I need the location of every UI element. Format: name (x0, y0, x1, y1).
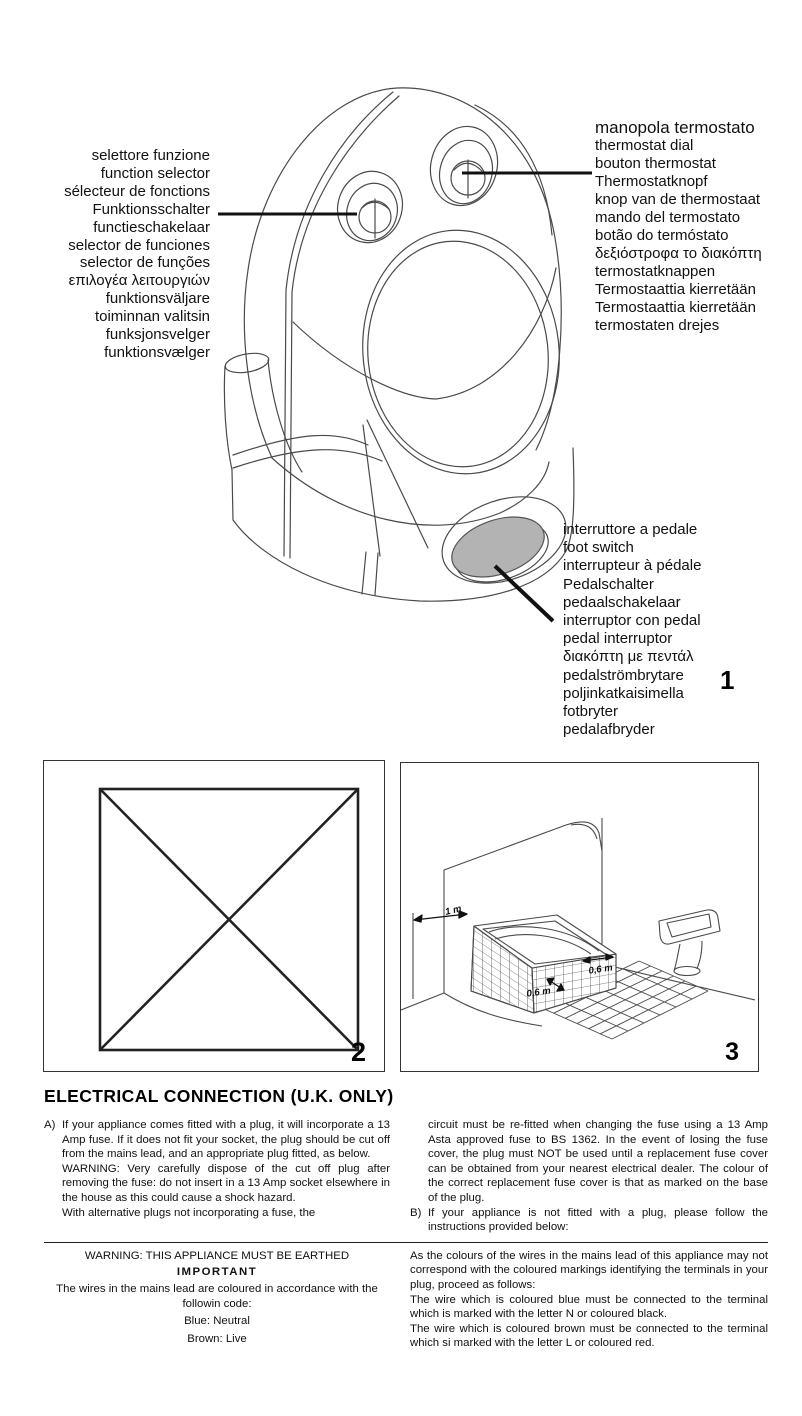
dim-label-wall: 1 m (444, 903, 463, 918)
floor-tiles (541, 960, 709, 1040)
label: funktionsvælger (104, 343, 210, 361)
dimension-arrows (413, 910, 614, 992)
important-label: IMPORTANT (176, 1266, 258, 1279)
item-a-marker: A) (44, 1119, 56, 1131)
warning-earthed: WARNING: THIS APPLIANCE MUST BE EARTHED (84, 1249, 350, 1262)
bathtub (470, 914, 617, 1014)
label: toiminnan valitsin (94, 308, 210, 326)
label: pedalströmbrytare (563, 666, 684, 684)
label: bouton thermostat (595, 155, 716, 172)
crossed-square (98, 787, 360, 1052)
wire-code-text: The wires in the mains lead are coloured… (56, 1282, 378, 1310)
wiring-instructions: As the colours of the wires in the mains… (410, 1249, 768, 1351)
function-selector-knob (336, 170, 404, 244)
room-walls (401, 818, 755, 1027)
foot-pedal (441, 496, 567, 584)
heater-body-outline (243, 87, 562, 459)
label: botão do termóstato (595, 227, 729, 244)
figure-1-number: 1 (720, 665, 735, 695)
bathroom-clearance-figure: 1 m 0,6 m 0,6 m 3 (401, 818, 755, 1066)
blue-wire-paragraph: The wire which is coloured blue must be … (410, 1293, 768, 1321)
label: termostatknappen (595, 263, 716, 280)
prohibition-figure: 2 (98, 787, 366, 1067)
label: selector de funções (79, 254, 210, 272)
figure-1-appliance-overview: selettore funzione function selector sél… (20, 87, 800, 739)
heater-grille (362, 229, 560, 475)
item-b-marker: B) (410, 1206, 422, 1219)
figure-2-number: 2 (351, 1037, 366, 1067)
thermostat-labels: manopola termostato thermostat dial bout… (595, 119, 800, 335)
paragraph-a2: WARNING: Very carefully dispose of the c… (62, 1162, 390, 1204)
label: interrupteur à pédale (563, 557, 702, 575)
column-right: circuit must be re-fitted when changing … (410, 1118, 768, 1235)
dim-label-front: 0,6 m (526, 985, 552, 999)
pedestal-sink (658, 909, 721, 977)
brown-live: Brown: Live (187, 1332, 247, 1345)
fan-heater-illustration (218, 87, 592, 623)
label: knop van de thermostaat (595, 191, 761, 208)
handle-tube (223, 352, 303, 473)
paragraph-a1: If your appliance comes fitted with a pl… (62, 1119, 390, 1161)
label: δεξιόστροφα το διακόπτη (595, 245, 762, 262)
label: Termostaattia kierretään (595, 299, 756, 316)
function-selector-labels: selettore funzione function selector sél… (20, 147, 210, 362)
label: poljinkatkaisimella (563, 684, 684, 702)
label: διακόπτη με πεντάλ (563, 648, 694, 666)
clearance-volume (443, 821, 603, 993)
label: Thermostatknopf (595, 173, 708, 190)
heater-base (231, 434, 575, 602)
label: Termostaattia kierretään (595, 281, 756, 298)
label: funksjonsvelger (105, 326, 210, 344)
label: manopola termostato (595, 118, 755, 137)
label: Pedalschalter (563, 575, 654, 593)
label: function selector (100, 164, 210, 182)
electrical-connection-section: ELECTRICAL CONNECTION (U.K. ONLY) A) If … (44, 1086, 768, 1351)
dim-label-side: 0,6 m (588, 962, 614, 976)
label: pedalafbryder (563, 721, 655, 739)
foot-pedal-pointer-line (493, 564, 555, 623)
label: επιλογέα λειτουργιών (68, 272, 210, 290)
brown-wire-paragraph: The wire which is coloured brown must be… (410, 1322, 768, 1350)
label: interruttore a pedale (563, 521, 698, 538)
two-column-text: A) If your appliance comes fitted with a… (44, 1118, 768, 1235)
warning-block: WARNING: THIS APPLIANCE MUST BE EARTHED … (44, 1249, 390, 1351)
figure-2-prohibition: 2 (43, 760, 385, 1072)
label: pedal interruptor (563, 630, 673, 648)
label: selector de funciones (68, 236, 210, 254)
label: Funktionsschalter (92, 200, 210, 218)
section-heading: ELECTRICAL CONNECTION (U.K. ONLY) (44, 1086, 394, 1106)
two-column-bottom: WARNING: THIS APPLIANCE MUST BE EARTHED … (44, 1249, 768, 1351)
thermostat-knob (429, 125, 499, 207)
label: thermostat dial (595, 137, 694, 154)
pointer-lines (218, 171, 592, 623)
paragraph-a3: With alternative plugs not incorporating… (62, 1206, 316, 1219)
column-left: A) If your appliance comes fitted with a… (44, 1118, 390, 1235)
label: interruptor con pedal (563, 612, 701, 630)
paragraph-b: If your appliance is not fitted with a p… (428, 1206, 768, 1234)
label: sélecteur de fonctions (64, 182, 210, 200)
label: fotbryter (563, 703, 619, 721)
label: foot switch (563, 539, 634, 557)
figure-3-number: 3 (725, 1038, 739, 1066)
blue-neutral: Blue: Neutral (184, 1315, 250, 1328)
label: funktionsväljare (105, 290, 210, 308)
foot-switch-labels: interruttore a pedale foot switch interr… (563, 521, 753, 739)
paragraph-a-continued: circuit must be re-fitted when changing … (428, 1119, 768, 1204)
colours-paragraph: As the colours of the wires in the mains… (410, 1249, 768, 1291)
label: mando del termostato (595, 209, 741, 226)
horizontal-rule (44, 1241, 768, 1243)
label: termostaten drejes (595, 317, 720, 334)
label: selettore funzione (91, 147, 210, 164)
figure-3-bathroom-clearance: 1 m 0,6 m 0,6 m 3 (400, 762, 759, 1072)
label: pedaalschakelaar (563, 593, 681, 611)
label: functieschakelaar (93, 218, 210, 236)
